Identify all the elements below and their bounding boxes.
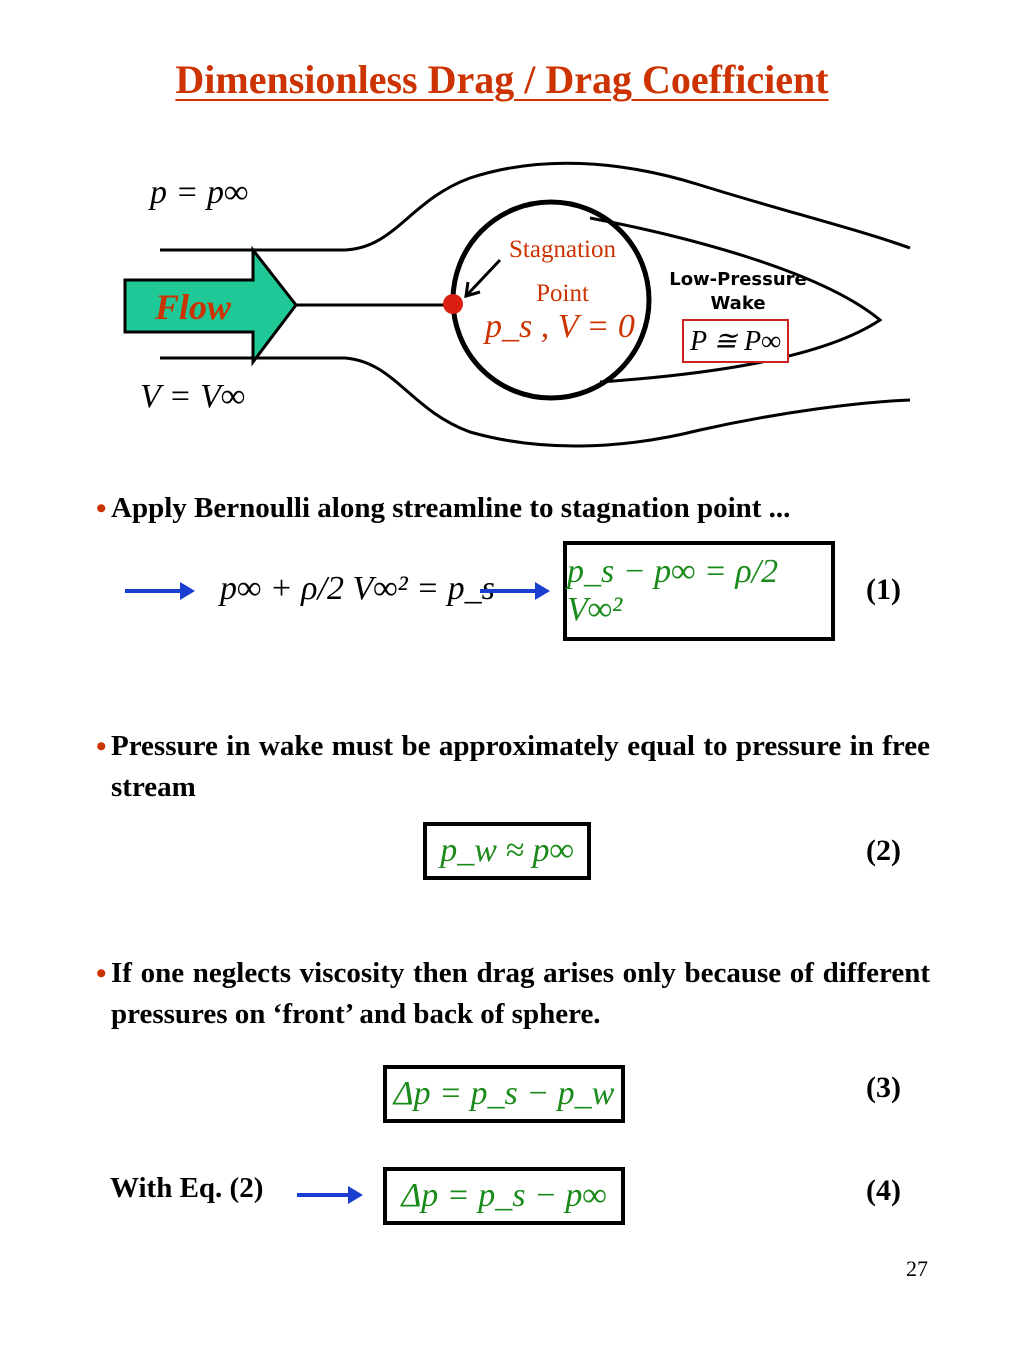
slide-title: Dimensionless Drag / Drag Coefficient <box>175 57 829 102</box>
bullet-dot: • <box>96 492 107 525</box>
equation-4-number: (4) <box>866 1174 901 1207</box>
wake-label-line2: Wake <box>710 293 766 314</box>
bullet-3-text: If one neglects viscosity then drag aris… <box>111 957 930 1030</box>
flow-label: Flow <box>155 287 232 327</box>
bullet-1-text: Apply Bernoulli along streamline to stag… <box>111 492 791 524</box>
equation-2-box: p_w ≈ p∞ <box>423 822 591 880</box>
stagnation-pointer-arrow <box>464 258 502 299</box>
bullet-2-text: Pressure in wake must be approximately e… <box>111 730 930 803</box>
arrow-icon <box>125 582 195 600</box>
flow-arrow <box>123 245 298 367</box>
bullet-dot: • <box>96 957 107 990</box>
velocity-label: V = V∞ <box>140 378 246 415</box>
equation-1: p_s − p∞ = ρ/2 V∞² <box>567 553 779 628</box>
equation-4: Δp = p_s − p∞ <box>401 1177 607 1214</box>
equation-2: p_w ≈ p∞ <box>440 832 574 869</box>
wake-label: Low-Pressure Wake <box>668 268 808 316</box>
bernoulli-equation: p∞ + ρ/2 V∞² = p_s <box>220 570 495 607</box>
streamline-lower <box>160 356 911 448</box>
bullet-3: • If one neglects viscosity then drag ar… <box>96 953 930 1035</box>
wake-condition: P ≅ P∞ <box>689 326 782 357</box>
wake-label-line1: Low-Pressure <box>669 269 807 290</box>
stagnation-point-dot <box>443 294 463 314</box>
wake-boundary <box>589 216 883 384</box>
arrow-icon <box>480 582 550 600</box>
equation-2-number: (2) <box>866 834 901 867</box>
equation-3: Δp = p_s − p_w <box>393 1075 615 1112</box>
bullet-1: • Apply Bernoulli along streamline to st… <box>96 488 930 529</box>
stagnation-label: Stagnation Point <box>490 228 635 316</box>
pressure-label: p = p∞ <box>150 174 249 211</box>
equation-4-prefix: With Eq. (2) <box>110 1172 264 1204</box>
stagnation-label-line2: Point <box>536 280 589 307</box>
equation-3-number: (3) <box>866 1071 901 1104</box>
arrow-icon <box>297 1186 363 1204</box>
equation-4-box: Δp = p_s − p∞ <box>383 1167 625 1225</box>
bullet-2: • Pressure in wake must be approximately… <box>96 726 930 808</box>
bullet-dot: • <box>96 730 107 763</box>
wake-condition-box <box>682 319 789 363</box>
stagnation-label-line1: Stagnation <box>509 236 616 263</box>
flow-diagram <box>123 161 911 448</box>
equation-1-number: (1) <box>866 573 901 606</box>
streamline-upper <box>160 161 911 252</box>
stagnation-condition: p_s , V = 0 <box>485 308 635 345</box>
equation-1-box: p_s − p∞ = ρ/2 V∞² <box>563 541 835 641</box>
equation-3-box: Δp = p_s − p_w <box>383 1065 625 1123</box>
page-number: 27 <box>906 1256 928 1281</box>
